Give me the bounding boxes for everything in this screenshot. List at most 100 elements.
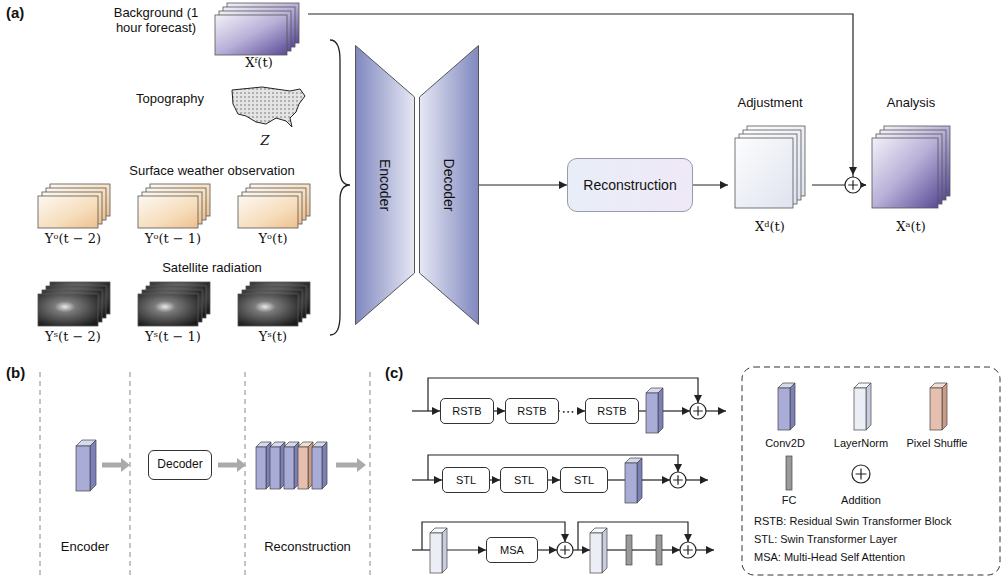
stage-arrowhead: [237, 458, 246, 472]
block-side: [637, 458, 642, 503]
flow-line: [639, 410, 646, 411]
block-front: [590, 533, 602, 573]
stack-layer: [215, 15, 287, 55]
abbreviation-note: MSA: Multi-Head Self Attention: [754, 551, 998, 564]
block-front: [646, 393, 658, 433]
field-title: Background (1 hour forecast): [100, 6, 212, 36]
block-front: [778, 388, 790, 430]
box-label: RSTB: [452, 405, 481, 418]
pixel-shuffle-block: [298, 442, 313, 489]
block-front: [256, 447, 266, 489]
layernorm-block: [430, 528, 447, 573]
panel-divider: [370, 372, 371, 576]
legend-entry: LayerNorm: [834, 437, 888, 450]
flow-line: [662, 549, 680, 550]
box-label: STL: [574, 474, 594, 487]
legend-entry: Pixel Shuffle: [907, 437, 968, 450]
observation-input: Yᵒ(t − 2): [30, 182, 116, 252]
legend-entry: FC: [782, 494, 797, 507]
encoder-trapezoid: Encoder: [355, 45, 415, 325]
edge-label: ⋯: [560, 405, 577, 418]
group-title: Surface weather observation: [112, 164, 312, 179]
stage-label: Encoder: [45, 540, 125, 555]
box-label: Reconstruction: [583, 177, 676, 193]
flow-line: [632, 549, 656, 550]
box-label: RSTB: [597, 405, 626, 418]
field-title: Adjustment: [728, 96, 812, 111]
flow-line: [663, 410, 690, 411]
flow-line: [696, 549, 714, 550]
conv2d-block: [284, 442, 299, 489]
panel-label: (b): [6, 364, 46, 381]
flow-line: [607, 549, 626, 550]
field-symbol: Yᵒ(t): [230, 232, 316, 247]
fc-layer: [626, 535, 632, 565]
input-field: TopographyZ: [120, 78, 308, 156]
addition-circle: [557, 542, 573, 558]
flow-line: [608, 479, 625, 480]
box-label: MSA: [500, 544, 524, 557]
box-label: Decoder: [441, 159, 457, 212]
flow-line: [412, 479, 442, 480]
addition-symbol: [557, 542, 573, 558]
fc-layer: [656, 535, 662, 565]
addition-circle: [852, 465, 870, 483]
panel-label: (a): [6, 4, 46, 21]
field-symbol: Xᵃ(t): [866, 220, 956, 235]
stage-arrow: [218, 463, 238, 468]
conv2d-block: [646, 388, 663, 433]
satellite-input: Yˢ(t − 2): [30, 280, 116, 350]
block-front: [284, 447, 294, 489]
box-label: Encoder: [377, 159, 393, 211]
addition-cross: [673, 475, 683, 485]
block-side: [942, 383, 947, 430]
block-side: [90, 440, 96, 491]
box-label: STL: [456, 474, 476, 487]
field-symbol: Yˢ(t − 2): [30, 330, 116, 345]
observation-stack: [138, 184, 210, 228]
box-label: STL: [514, 474, 534, 487]
abbreviation-note: STL: Swin Transformer Layer: [754, 533, 998, 546]
block-side: [442, 528, 447, 573]
block-front: [930, 388, 942, 430]
block-front: [430, 533, 442, 573]
panel-divider: [245, 372, 246, 576]
background-field-stack: [215, 3, 299, 55]
addition-cross: [856, 469, 867, 480]
block-front: [625, 463, 637, 503]
flow-line: [706, 410, 726, 411]
process-box: Decoder: [148, 450, 212, 480]
stack-layer: [38, 196, 98, 228]
box-label: RSTB: [517, 405, 546, 418]
adjustment-field-stack: [735, 126, 805, 208]
field-title: Topography: [120, 92, 220, 107]
process-box: RSTB: [440, 398, 494, 424]
addition-cross: [693, 406, 703, 416]
input-brace: [330, 40, 350, 335]
flow-line: [642, 479, 670, 480]
legend-entry: Addition: [841, 494, 881, 507]
legend-entry: Conv2D: [765, 437, 805, 450]
box-label: Decoder: [157, 458, 202, 472]
field-symbol: Yˢ(t): [230, 330, 316, 345]
flow-line: [412, 410, 440, 411]
flow-line: [573, 549, 590, 550]
block-side: [790, 383, 795, 430]
addition-circle: [670, 472, 686, 488]
connector-arrow: [494, 410, 505, 411]
connector-arrow: [548, 479, 560, 480]
flow-line: [447, 549, 486, 550]
process-box: MSA: [486, 537, 538, 563]
field-symbol: Yˢ(t − 1): [130, 330, 216, 345]
stage-arrowhead: [121, 458, 130, 472]
block-front: [298, 447, 308, 489]
flow-line: [686, 479, 708, 480]
satellite-input: Yˢ(t): [230, 280, 316, 350]
legend-text: Addition: [841, 494, 881, 506]
addition-circle: [690, 403, 706, 419]
analysis-field-stack: [872, 126, 950, 208]
legend-text: FC: [782, 494, 797, 506]
abbreviation-note: RSTB: Residual Swin Transformer Block: [754, 515, 998, 528]
